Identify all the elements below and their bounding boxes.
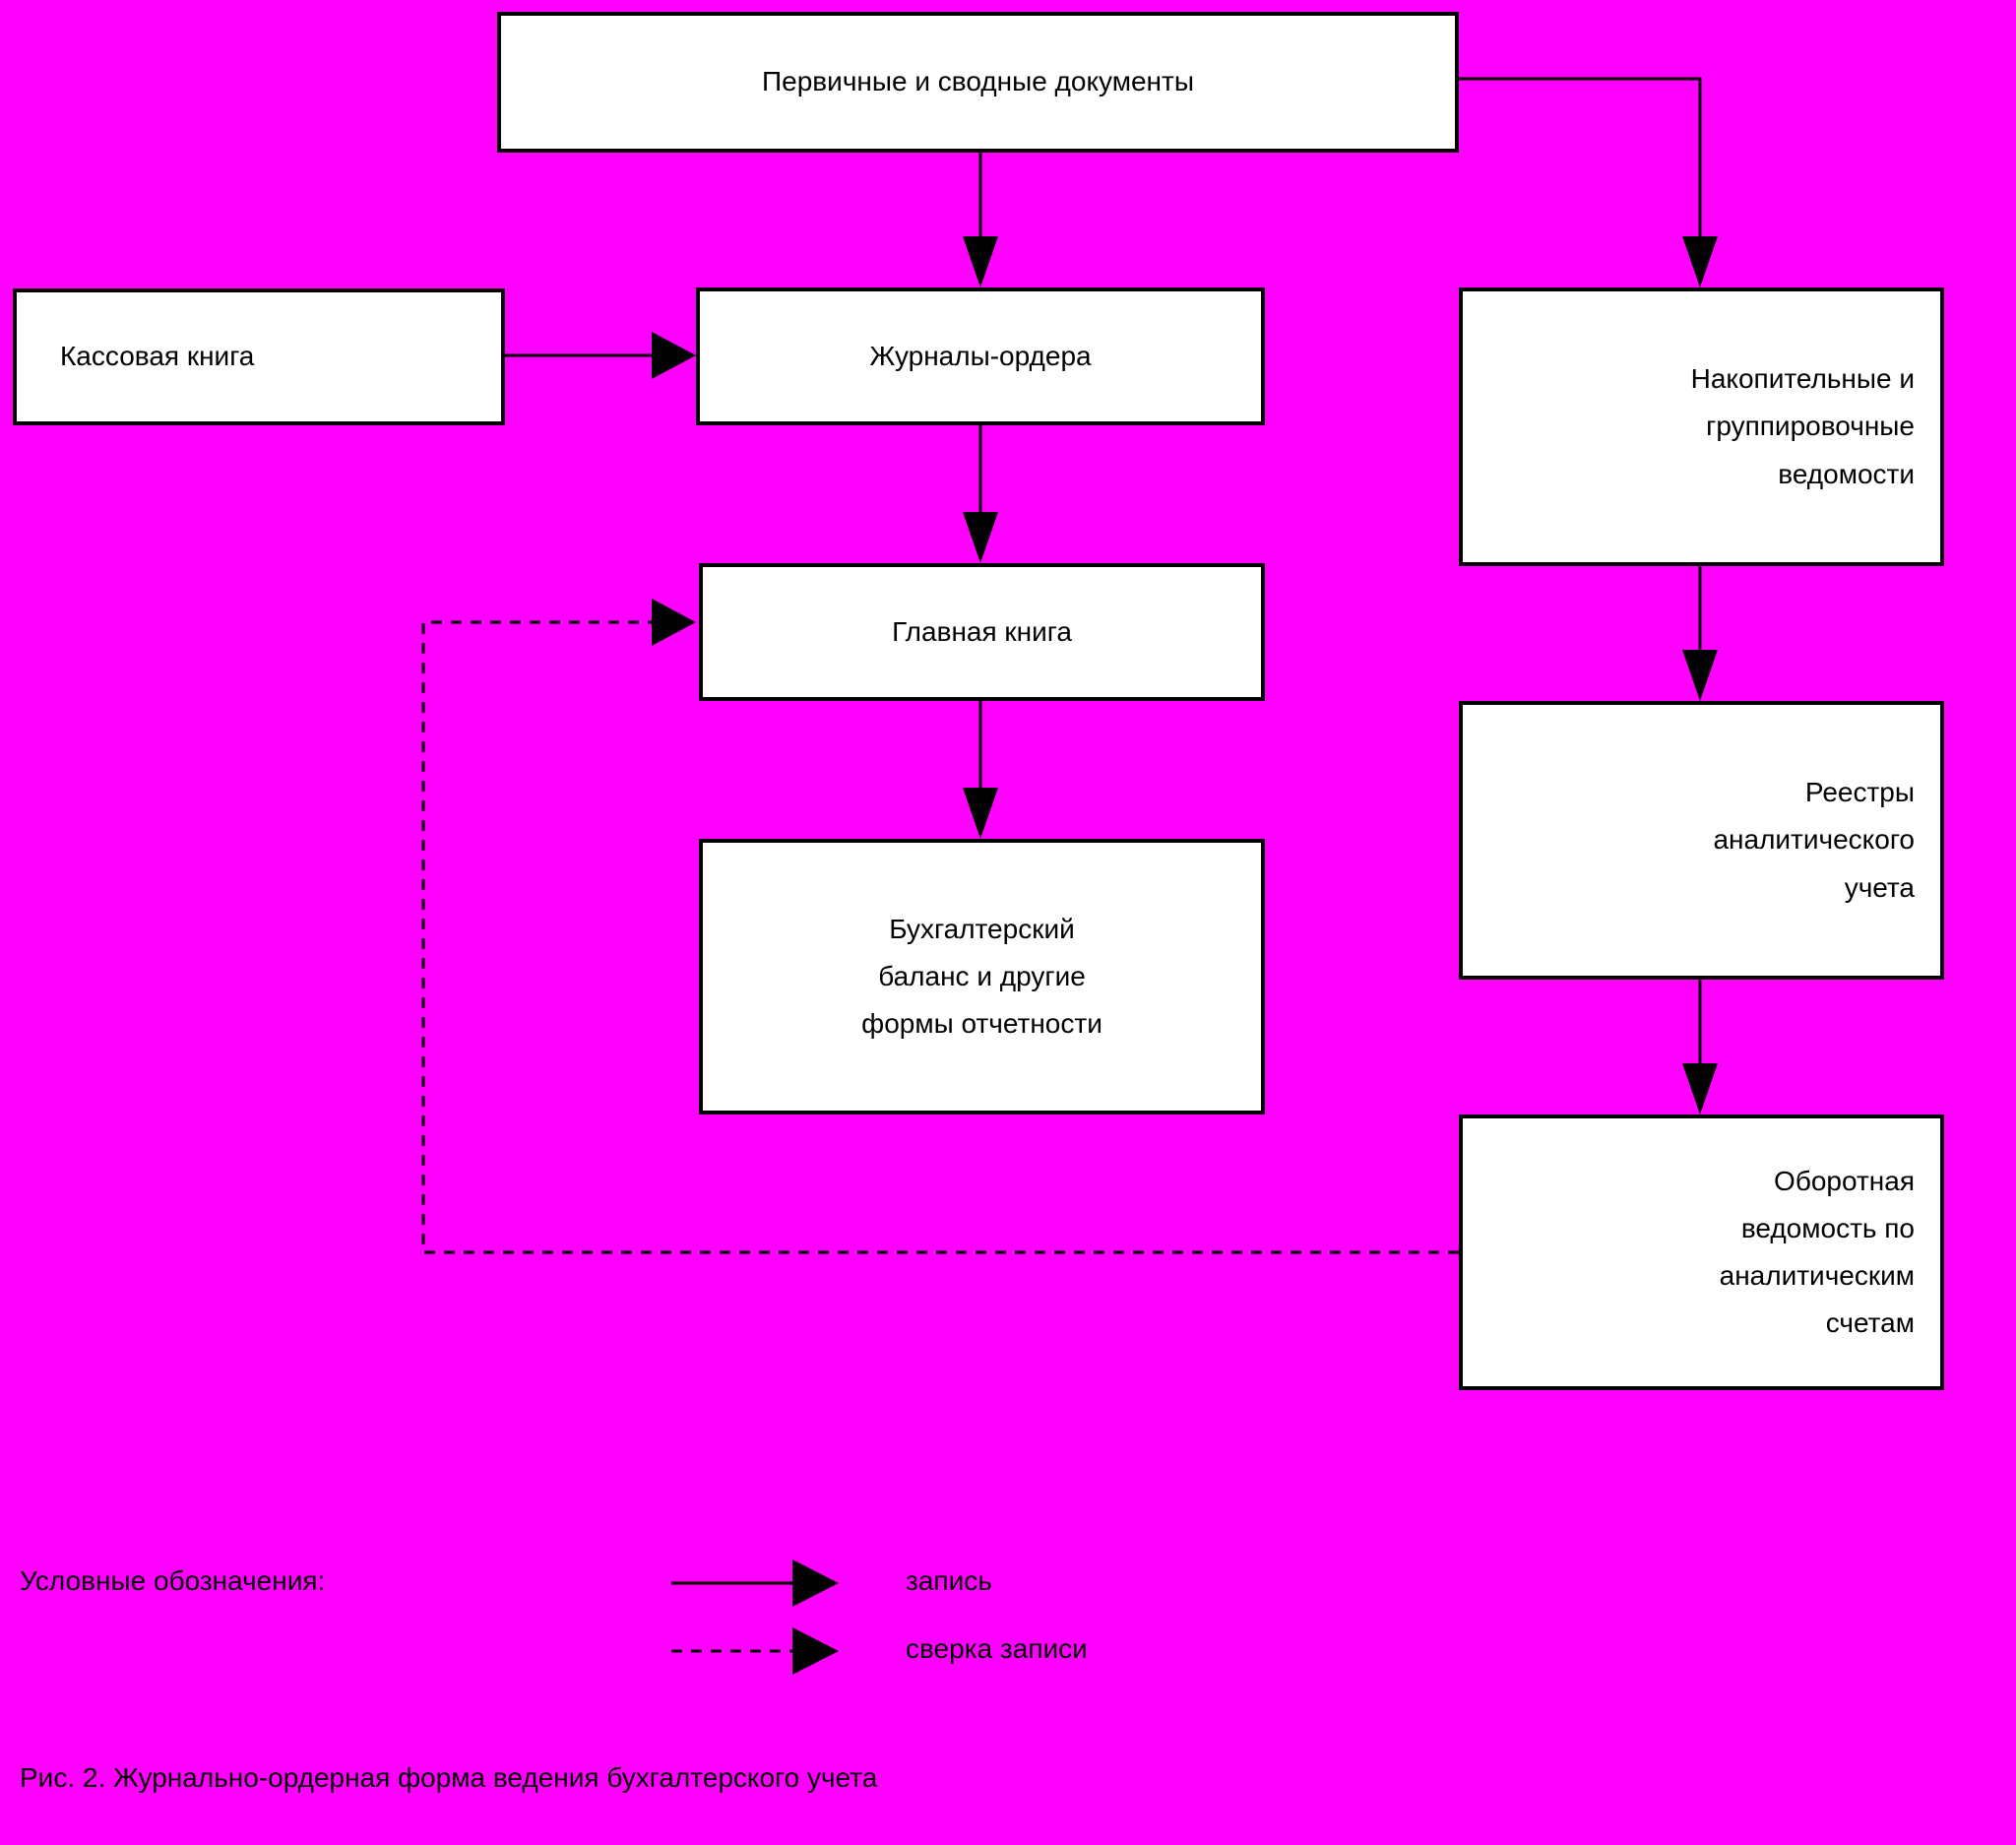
edge-primary-to-accumulation-sheets	[1459, 77, 1718, 287]
edge-journal-orders-to-general-ledger	[963, 425, 998, 563]
node-analytic-registers[interactable]: Реестры аналитического учета	[1459, 701, 1944, 980]
edge-cash-book-to-journal-orders	[505, 332, 696, 379]
legend-label-record: запись	[906, 1565, 992, 1596]
node-general-ledger-label: Главная книга	[892, 615, 1072, 647]
node-accumulation-sheets-label: Накопительные и группировочные ведомости	[1690, 363, 1915, 489]
node-journal-orders[interactable]: Журналы-ордера	[696, 287, 1265, 425]
node-balance-sheet[interactable]: Бухгалтерский баланс и другие формы отче…	[699, 839, 1265, 1114]
edge-general-ledger-to-balance-sheet	[963, 701, 998, 839]
node-cash-book[interactable]: Кассовая книга	[13, 288, 505, 425]
node-primary-documents-label: Первичные и сводные документы	[762, 66, 1194, 97]
legend-arrow-dashed	[671, 1627, 839, 1675]
node-balance-sheet-label: Бухгалтерский баланс и другие формы отче…	[861, 913, 1102, 1040]
node-analytic-registers-label: Реестры аналитического учета	[1713, 777, 1915, 903]
legend-title: Условные обозначения:	[20, 1565, 326, 1596]
node-turnover-sheet[interactable]: Оборотная ведомость по аналитическим сче…	[1459, 1114, 1944, 1390]
node-turnover-sheet-label: Оборотная ведомость по аналитическим сче…	[1719, 1165, 1915, 1339]
node-accumulation-sheets[interactable]: Накопительные и группировочные ведомости	[1459, 287, 1944, 566]
edge-analytic-registers-to-turnover-sheet	[1682, 980, 1718, 1114]
legend-label-reconciliation: сверка записи	[906, 1633, 1088, 1664]
edge-accumulation-to-analytic-registers	[1682, 566, 1718, 701]
node-primary-documents[interactable]: Первичные и сводные документы	[497, 12, 1459, 153]
figure-caption: Рис. 2. Журнально-ордерная форма ведения…	[20, 1762, 878, 1793]
legend-arrow-solid	[671, 1559, 839, 1607]
edge-primary-to-journal-orders	[963, 153, 998, 287]
node-general-ledger[interactable]: Главная книга	[699, 563, 1265, 701]
node-journal-orders-label: Журналы-ордера	[869, 340, 1092, 371]
node-cash-book-label: Кассовая книга	[60, 341, 255, 372]
